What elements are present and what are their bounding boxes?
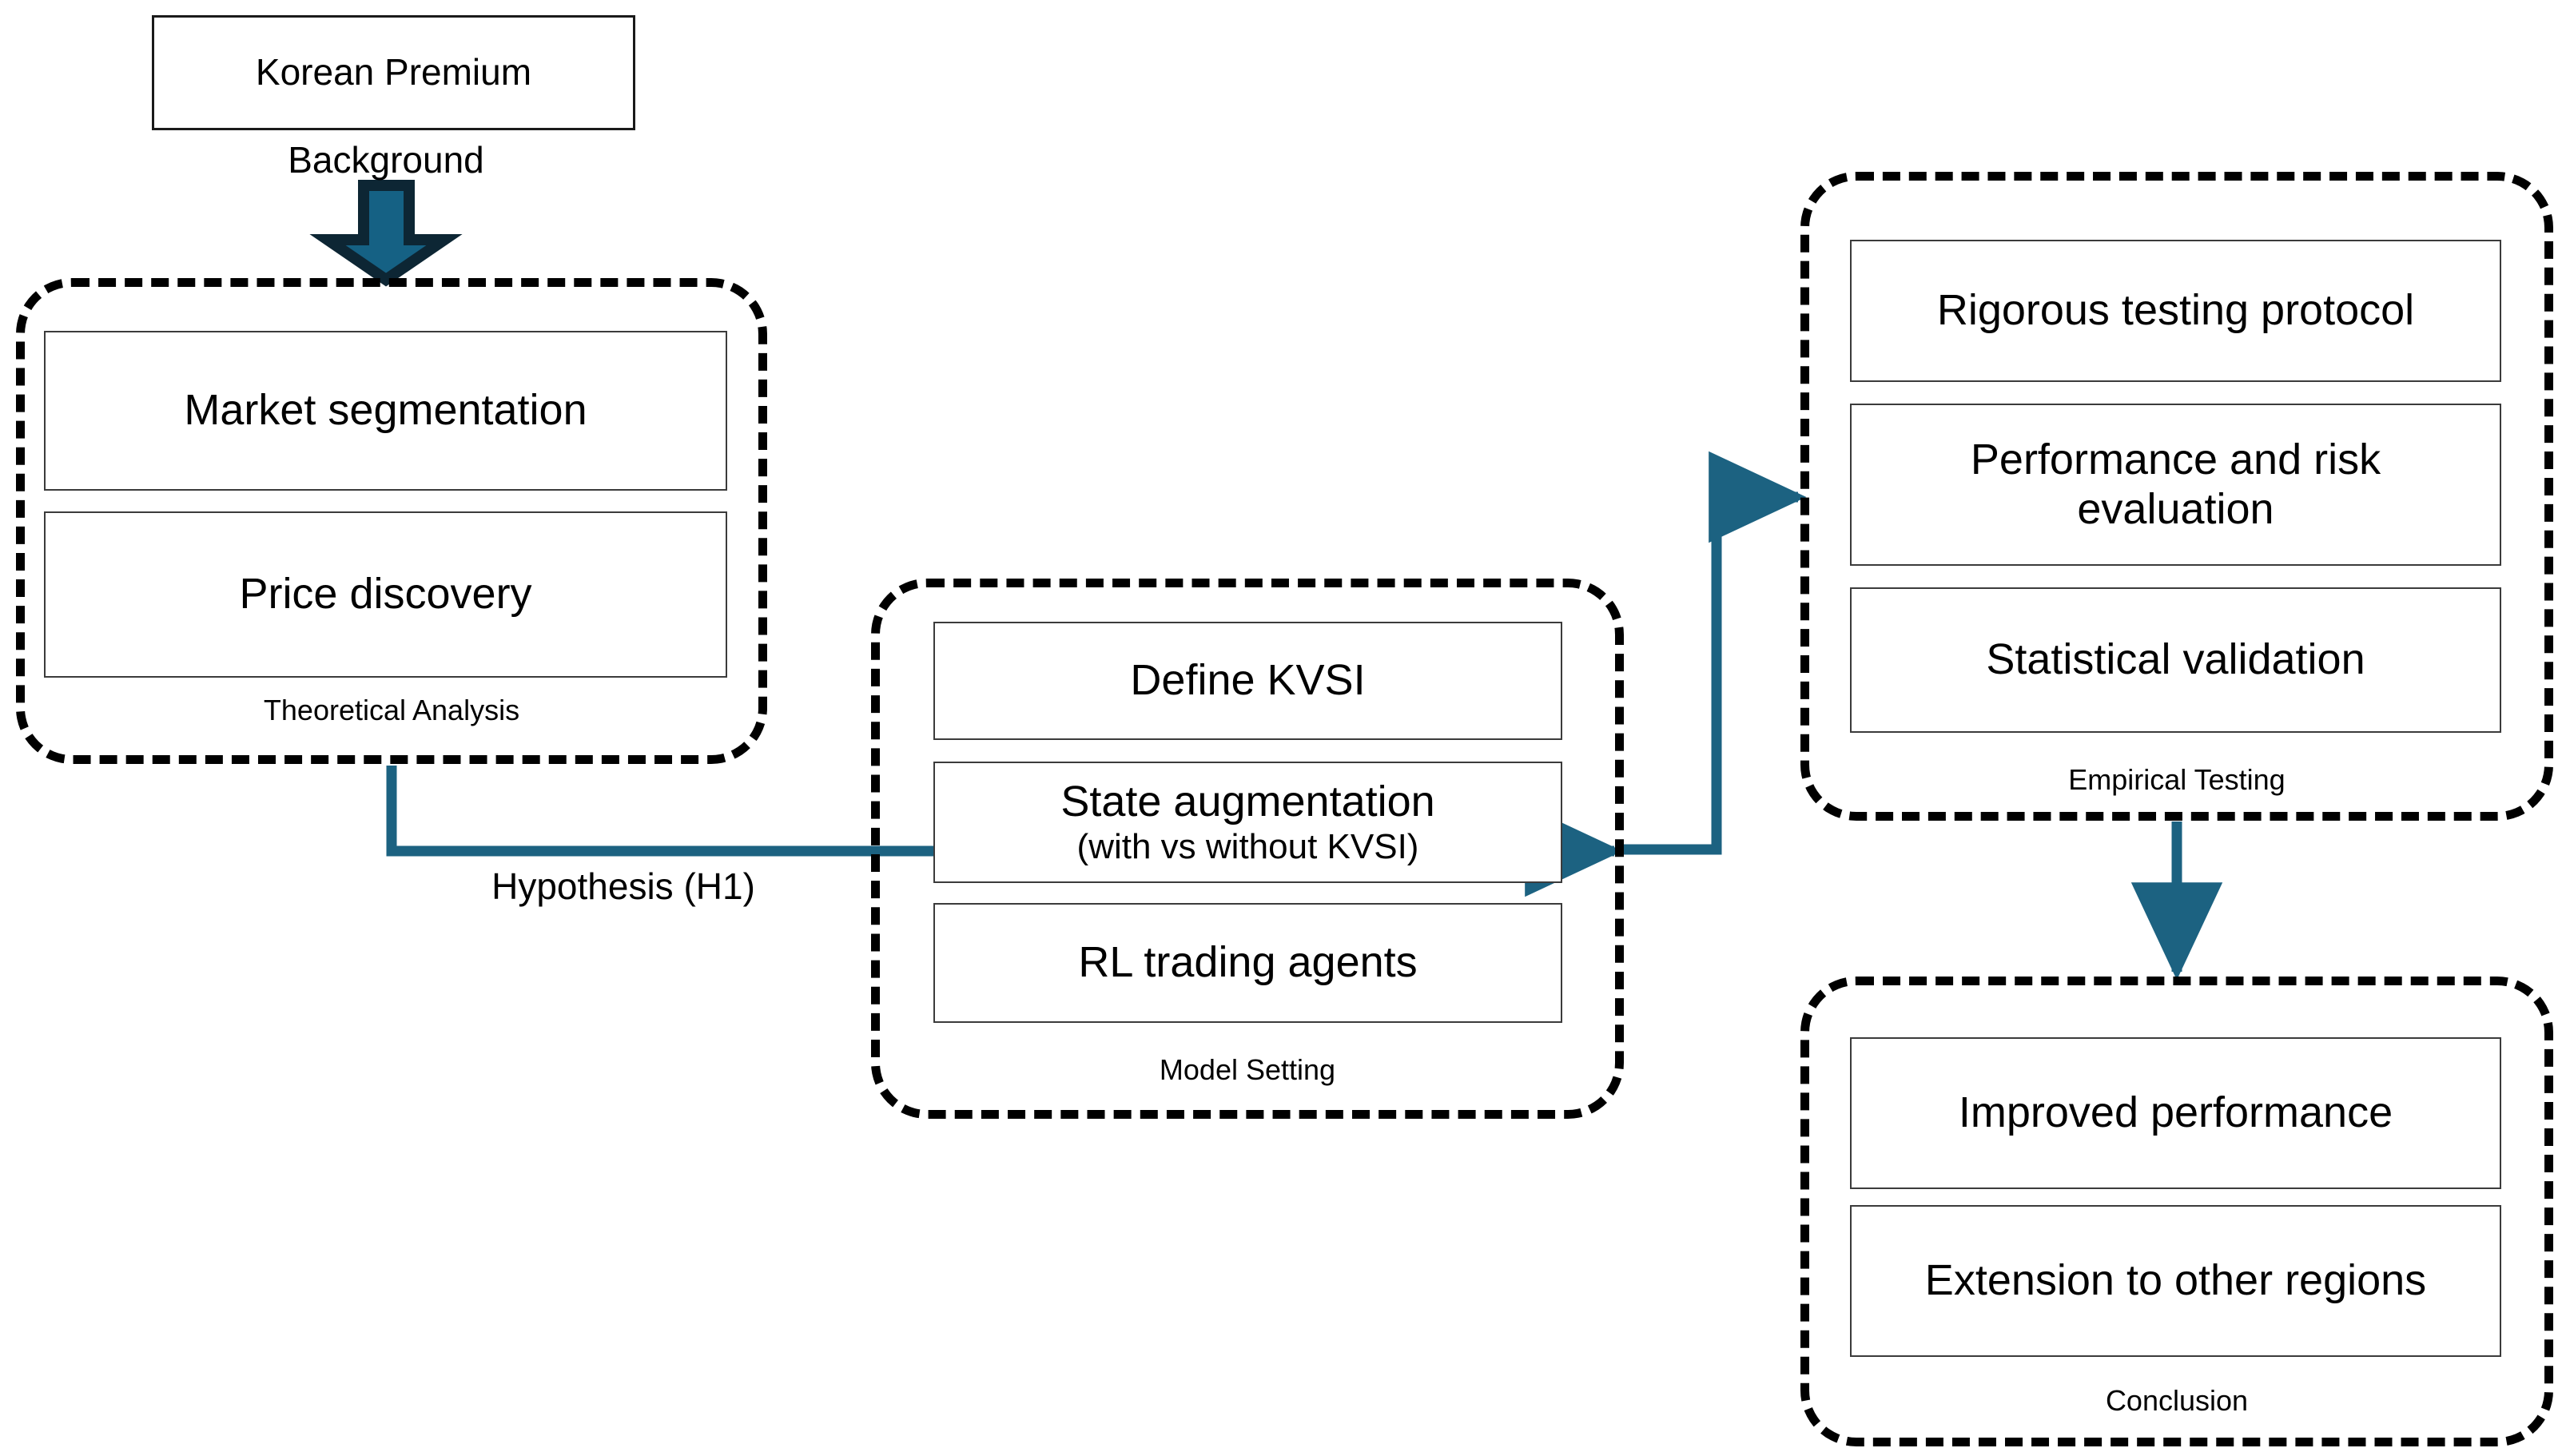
card-rigorous-testing-protocol-label: Rigorous testing protocol	[1936, 286, 2415, 335]
card-price-discovery[interactable]: Price discovery	[44, 511, 727, 678]
group-empirical-testing[interactable]	[1800, 172, 2553, 821]
card-improved-performance[interactable]: Improved performance	[1850, 1037, 2501, 1189]
connector-model-to-empirical	[1624, 451, 1807, 855]
group-model-setting[interactable]	[871, 579, 1624, 1119]
group-conclusion[interactable]	[1800, 977, 2553, 1446]
background-block-arrow	[309, 180, 463, 287]
card-statistical-validation[interactable]: Statistical validation	[1850, 587, 2501, 733]
card-define-kvsi-label: Define KVSI	[1130, 656, 1366, 705]
card-performance-risk-evaluation-label-line2: evaluation	[2077, 484, 2274, 533]
group-caption-conclusion: Conclusion	[2105, 1384, 2249, 1417]
card-state-augmentation-label-line2: (with vs without KVSI)	[1076, 826, 1419, 866]
card-market-segmentation-label: Market segmentation	[184, 386, 587, 435]
card-price-discovery-label: Price discovery	[239, 570, 532, 619]
node-korean-premium[interactable]: Korean Premium	[152, 15, 635, 130]
card-state-augmentation-label-line1: State augmentation	[1060, 778, 1435, 826]
card-rl-trading-agents[interactable]: RL trading agents	[933, 903, 1562, 1023]
edge-label-hypothesis: Hypothesis (H1)	[491, 865, 755, 907]
node-korean-premium-label: Korean Premium	[255, 51, 532, 93]
card-market-segmentation[interactable]: Market segmentation	[44, 331, 727, 491]
edge-label-background: Background	[288, 139, 484, 181]
group-caption-empirical-testing: Empirical Testing	[2068, 763, 2286, 796]
card-statistical-validation-label: Statistical validation	[1986, 635, 2365, 684]
card-state-augmentation[interactable]: State augmentation (with vs without KVSI…	[933, 762, 1562, 883]
group-caption-theoretical-analysis: Theoretical Analysis	[263, 694, 520, 726]
card-rigorous-testing-protocol[interactable]: Rigorous testing protocol	[1850, 240, 2501, 382]
card-rl-trading-agents-label: RL trading agents	[1078, 938, 1418, 987]
group-theoretical-analysis[interactable]	[16, 278, 767, 764]
card-performance-risk-evaluation[interactable]: Performance and risk evaluation	[1850, 404, 2501, 566]
card-improved-performance-label: Improved performance	[1958, 1088, 2393, 1137]
group-caption-model-setting: Model Setting	[1159, 1053, 1336, 1086]
card-performance-risk-evaluation-label-line1: Performance and risk	[1970, 435, 2381, 483]
card-extension-other-regions[interactable]: Extension to other regions	[1850, 1205, 2501, 1357]
card-extension-other-regions-label: Extension to other regions	[1924, 1256, 2427, 1305]
card-define-kvsi[interactable]: Define KVSI	[933, 622, 1562, 740]
